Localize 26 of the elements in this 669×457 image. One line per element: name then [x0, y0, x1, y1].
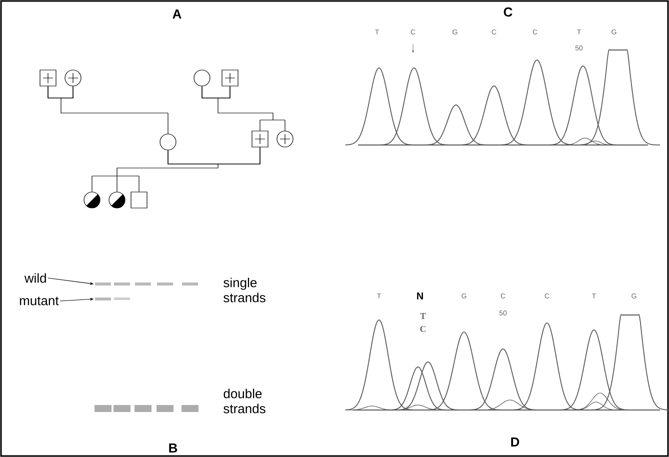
- label-text: wild: [24, 273, 46, 283]
- square-symbol: [130, 192, 148, 208]
- circle-symbol: [108, 192, 126, 208]
- square-symbol: [252, 130, 268, 148]
- pedigree-line: [202, 86, 230, 98]
- base-letter: C: [420, 326, 426, 332]
- panel-label: A: [172, 10, 182, 18]
- gel-band: [95, 282, 111, 286]
- circle-symbol: [194, 70, 210, 86]
- panel-label: C: [504, 7, 512, 17]
- label-text: double strands: [224, 388, 266, 414]
- base-letter: T: [420, 313, 426, 319]
- square-symbol: [40, 70, 56, 86]
- circle-symbol: [84, 192, 100, 208]
- label-text: mutant: [20, 296, 59, 306]
- label-text: single strands: [224, 278, 266, 302]
- gel-band: [95, 298, 111, 300]
- pedigree-line: [168, 147, 260, 164]
- circle-symbol: [64, 70, 82, 86]
- square-symbol: [222, 70, 238, 86]
- circle-symbol: [160, 134, 176, 150]
- circle-symbol: [276, 130, 294, 148]
- panel-label: D: [511, 438, 520, 446]
- base-letter: N: [417, 292, 423, 300]
- panel-label: B: [169, 444, 178, 452]
- pedigree-line: [48, 86, 74, 98]
